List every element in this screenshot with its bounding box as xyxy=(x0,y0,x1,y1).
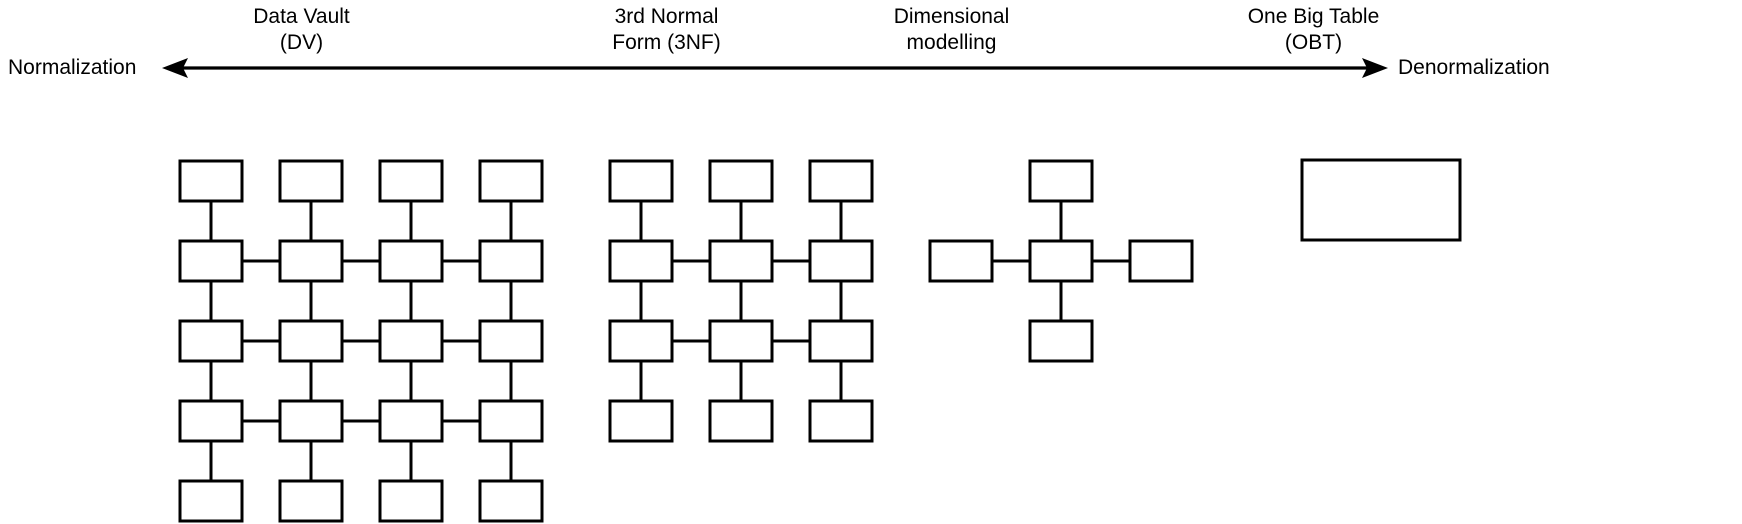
nf-vertical-links xyxy=(639,201,843,401)
table-node xyxy=(178,159,244,203)
table-node xyxy=(708,399,774,443)
axis-arrow-head-left xyxy=(162,58,188,78)
table-node xyxy=(278,319,344,363)
table-node xyxy=(178,319,244,363)
table-node xyxy=(808,319,874,363)
table-node xyxy=(808,239,874,283)
table-node xyxy=(808,159,874,203)
table-node xyxy=(708,239,774,283)
stage-caption-line-2: (OBT) xyxy=(1284,31,1343,54)
stage-caption-dimensional-modelling: Dimensional modelling xyxy=(830,4,1073,56)
dv-nodes xyxy=(178,159,544,523)
table-node xyxy=(378,239,444,283)
axis-label-denormalization: Denormalization xyxy=(1398,56,1550,79)
table-node xyxy=(378,479,444,523)
table-node xyxy=(808,399,874,443)
table-node xyxy=(608,159,674,203)
diagram-one-big-table xyxy=(1300,158,1462,242)
table-node xyxy=(278,239,344,283)
table-node xyxy=(378,159,444,203)
star-links xyxy=(992,201,1130,321)
table-node xyxy=(708,319,774,363)
dimension-node-top xyxy=(1028,159,1094,203)
table-node xyxy=(178,399,244,443)
table-node xyxy=(378,319,444,363)
dimension-node-left xyxy=(928,239,994,283)
nf-horizontal-links xyxy=(672,259,810,343)
table-node xyxy=(478,479,544,523)
stage-caption-line-1: Data Vault xyxy=(253,5,350,28)
nf-nodes xyxy=(608,159,874,443)
table-node xyxy=(278,479,344,523)
table-node xyxy=(708,159,774,203)
table-node xyxy=(178,479,244,523)
dimension-node-right xyxy=(1128,239,1194,283)
star-nodes xyxy=(928,159,1194,363)
table-node xyxy=(378,399,444,443)
stage-caption-line-1: One Big Table xyxy=(1247,5,1380,28)
stage-caption-line-2: Form (3NF) xyxy=(612,31,721,54)
dv-vertical-links xyxy=(209,201,513,481)
table-node xyxy=(608,319,674,363)
stage-caption-third-normal-form: 3rd Normal Form (3NF) xyxy=(545,4,788,56)
stage-caption-line-1: 3rd Normal xyxy=(614,5,719,28)
table-node xyxy=(178,239,244,283)
axis-label-normalization: Normalization xyxy=(8,56,137,79)
dv-horizontal-links xyxy=(242,259,480,423)
table-node xyxy=(278,159,344,203)
table-node xyxy=(478,159,544,203)
table-node xyxy=(278,399,344,443)
table-node xyxy=(478,399,544,443)
stage-caption-line-2: modelling xyxy=(906,31,997,54)
one-big-table-node xyxy=(1300,158,1462,242)
table-node xyxy=(478,319,544,363)
normalization-axis-arrow-icon xyxy=(162,58,1388,78)
stage-caption-line-2: (DV) xyxy=(279,31,324,54)
diagram-data-vault xyxy=(178,159,544,523)
table-node xyxy=(478,239,544,283)
table-node xyxy=(608,399,674,443)
axis-arrow-head-right xyxy=(1362,58,1388,78)
dimension-node-bottom xyxy=(1028,319,1094,363)
fact-node-center xyxy=(1028,239,1094,283)
table-node xyxy=(608,239,674,283)
diagram-dimensional-modelling xyxy=(928,159,1194,363)
stage-caption-one-big-table: One Big Table (OBT) xyxy=(1070,4,1557,56)
diagram-third-normal-form xyxy=(608,159,874,443)
stage-caption-line-1: Dimensional xyxy=(893,5,1010,28)
stage-caption-data-vault: Data Vault (DV) xyxy=(180,4,423,56)
